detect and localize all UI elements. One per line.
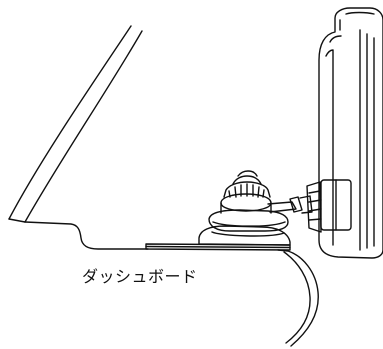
- windshield: [8, 25, 143, 223]
- monitor: [318, 7, 383, 259]
- dashboard-outline: [24, 221, 319, 347]
- monitor-bracket: [306, 179, 352, 233]
- dashboard-label: ダッシュボード: [82, 267, 198, 286]
- mount-base: [198, 170, 291, 246]
- mount-arm: [267, 195, 313, 214]
